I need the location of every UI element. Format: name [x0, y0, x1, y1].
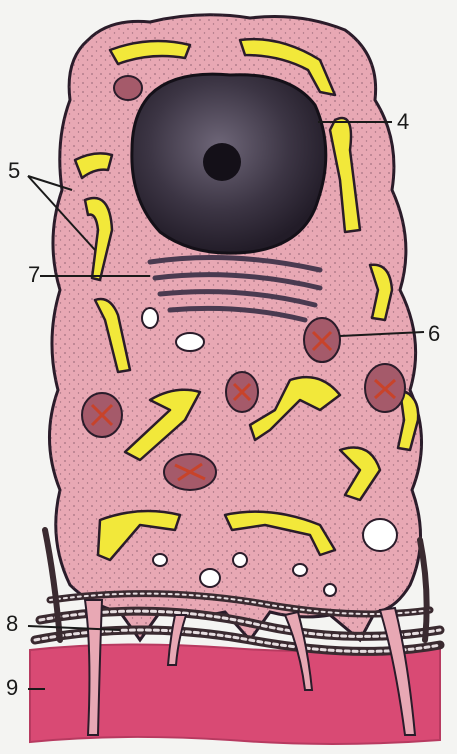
label-7-golgi: 7	[28, 264, 40, 286]
label-8-fibers: 8	[6, 613, 18, 635]
label-4-nucleus: 4	[397, 111, 409, 133]
label-6-mitochondria: 6	[428, 323, 440, 345]
label-5-er: 5	[8, 160, 20, 182]
label-9-basement-membrane: 9	[6, 677, 18, 699]
nucleolus	[203, 143, 241, 181]
